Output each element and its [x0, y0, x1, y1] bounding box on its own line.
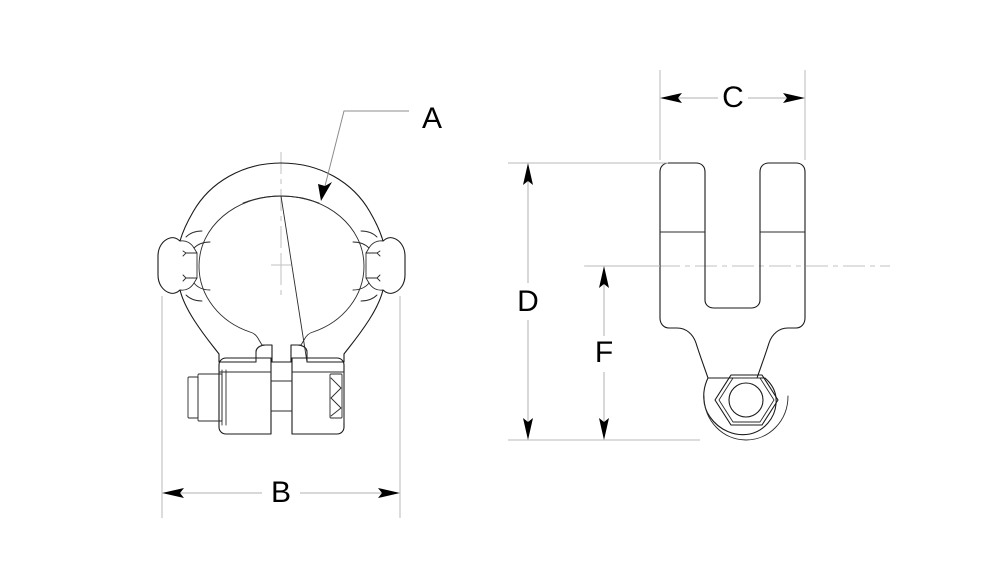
hex-nut — [714, 374, 779, 426]
side-view-body-outline — [659, 162, 806, 379]
hex-nut-bore — [728, 382, 764, 418]
dim-f-label: F — [595, 336, 613, 369]
dimension-b-group: B — [161, 296, 401, 518]
dimension-d-group: D — [508, 162, 700, 441]
dim-d-label: D — [517, 285, 539, 318]
front-view-center-mark — [271, 255, 291, 275]
bolt-left-boss — [218, 357, 272, 435]
dim-b-label: B — [271, 476, 291, 509]
dim-f-arrow-bottom — [599, 418, 609, 440]
hex-nut-inner-face — [718, 377, 775, 423]
bolt-nut — [329, 371, 345, 423]
bolt-shank — [270, 380, 293, 412]
dimension-a-group: A — [318, 102, 442, 201]
clamp-ring-inner-bore — [198, 195, 365, 363]
dim-d-arrow-bottom — [523, 418, 533, 440]
dim-a-label: A — [422, 102, 442, 135]
dimension-c-group: C — [659, 70, 806, 160]
dim-c-arrow-left — [660, 93, 682, 103]
dim-a-leader-line — [324, 110, 409, 187]
dim-b-arrow-right — [378, 488, 400, 498]
dim-c-arrow-right — [783, 93, 805, 103]
clamp-bore-top-arc — [242, 195, 320, 204]
front-view-group: B A — [157, 102, 442, 518]
dimension-f-group: F — [586, 265, 660, 440]
dim-c-label: C — [722, 81, 744, 114]
bolt-head — [187, 369, 227, 426]
dim-b-arrow-left — [162, 488, 184, 498]
clamp-ring-outer-profile — [157, 162, 406, 363]
dim-a-arrowhead — [318, 182, 332, 201]
dim-f-arrow-top — [599, 266, 609, 288]
bolt-right-boss — [291, 357, 345, 435]
left-lug-detail — [179, 230, 211, 302]
nut-boss-arc — [703, 395, 789, 441]
right-lug-detail — [352, 230, 384, 302]
dim-d-arrow-top — [523, 163, 533, 185]
side-view-group: C D F — [508, 70, 890, 441]
